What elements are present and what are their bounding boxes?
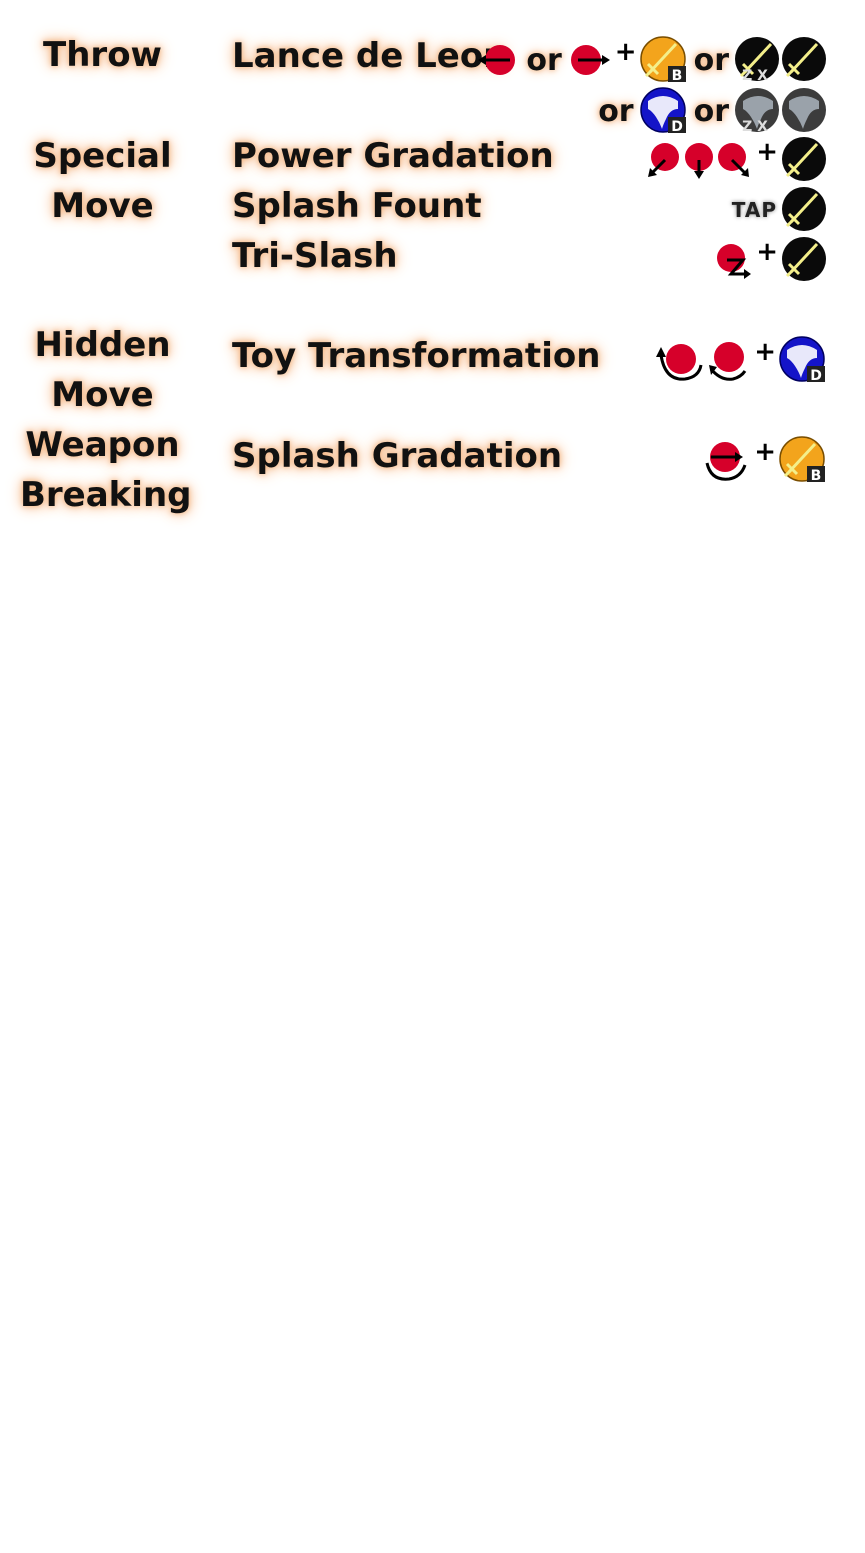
stick-down-icon <box>685 143 714 179</box>
move-splash-fount: Splash Fount <box>232 186 482 226</box>
category-throw: Throw <box>43 35 162 75</box>
category-weapon-line1: Weapon <box>25 425 180 465</box>
move-tri-slash: Tri-Slash <box>232 236 398 276</box>
category-weapon-line2: Breaking <box>20 475 192 515</box>
d-shield-button-icon: D <box>779 336 825 384</box>
zx-button-label: Z X <box>742 68 768 84</box>
category-hidden-line2: Move <box>51 375 154 415</box>
move-splash-gradation: Splash Gradation <box>232 436 563 476</box>
plus-separator: + <box>754 337 776 367</box>
stick-half-circle-icon <box>656 344 703 381</box>
d-shield-button-icon: D <box>639 87 686 135</box>
move-toy-transformation: Toy Transformation <box>232 336 601 376</box>
command-tri-slash: + <box>717 235 827 285</box>
command-splash-gradation: + B <box>701 435 827 485</box>
stick-forward-icon <box>570 45 610 75</box>
command-lance-de-leon-row2: or D or Z X <box>594 86 827 136</box>
zx-sword-button-icon: Z X <box>735 37 779 84</box>
b-button-label: B <box>811 468 822 484</box>
d-button-label: D <box>810 368 822 384</box>
or-separator: or <box>598 93 634 129</box>
sword-button-icon <box>782 137 826 181</box>
plus-separator: + <box>754 437 776 467</box>
plus-separator: + <box>756 137 778 167</box>
d-button-label: D <box>671 119 683 135</box>
or-separator: or <box>693 93 729 129</box>
stick-down-back-icon <box>648 143 680 177</box>
b-sword-button-icon: B <box>639 36 686 84</box>
sword-button-icon <box>782 187 826 231</box>
command-lance-de-leon-row1: or + B or Z X <box>476 35 827 85</box>
grey-shield-button-icon <box>782 88 826 132</box>
zx-button-label: Z X <box>742 119 768 135</box>
stick-down-forward-icon <box>718 143 750 177</box>
category-special-line1: Special <box>33 136 172 176</box>
stick-z-motion-icon <box>717 244 752 279</box>
tap-label: TAP <box>731 198 777 222</box>
move-lance-de-leon: Lance de Leon <box>232 36 508 76</box>
sword-button-icon <box>782 37 826 81</box>
stick-back-icon <box>478 45 516 75</box>
stick-half-circle-forward-icon <box>705 442 747 481</box>
stick-quarter-circle-icon <box>709 342 747 381</box>
or-separator: or <box>693 42 729 78</box>
category-special-line2: Move <box>51 186 154 226</box>
plus-separator: + <box>756 237 778 267</box>
or-separator: or <box>526 42 562 78</box>
category-hidden-line1: Hidden <box>34 325 171 365</box>
b-sword-button-icon: B <box>779 436 825 484</box>
move-power-gradation: Power Gradation <box>232 136 554 176</box>
command-splash-fount: TAP <box>732 185 827 235</box>
plus-separator: + <box>614 37 637 67</box>
b-button-label: B <box>671 68 682 84</box>
zx-shield-button-icon: Z X <box>735 88 779 135</box>
command-power-gradation: + <box>645 135 827 185</box>
command-toy-transformation: + D <box>655 335 827 385</box>
sword-button-icon <box>782 237 826 281</box>
